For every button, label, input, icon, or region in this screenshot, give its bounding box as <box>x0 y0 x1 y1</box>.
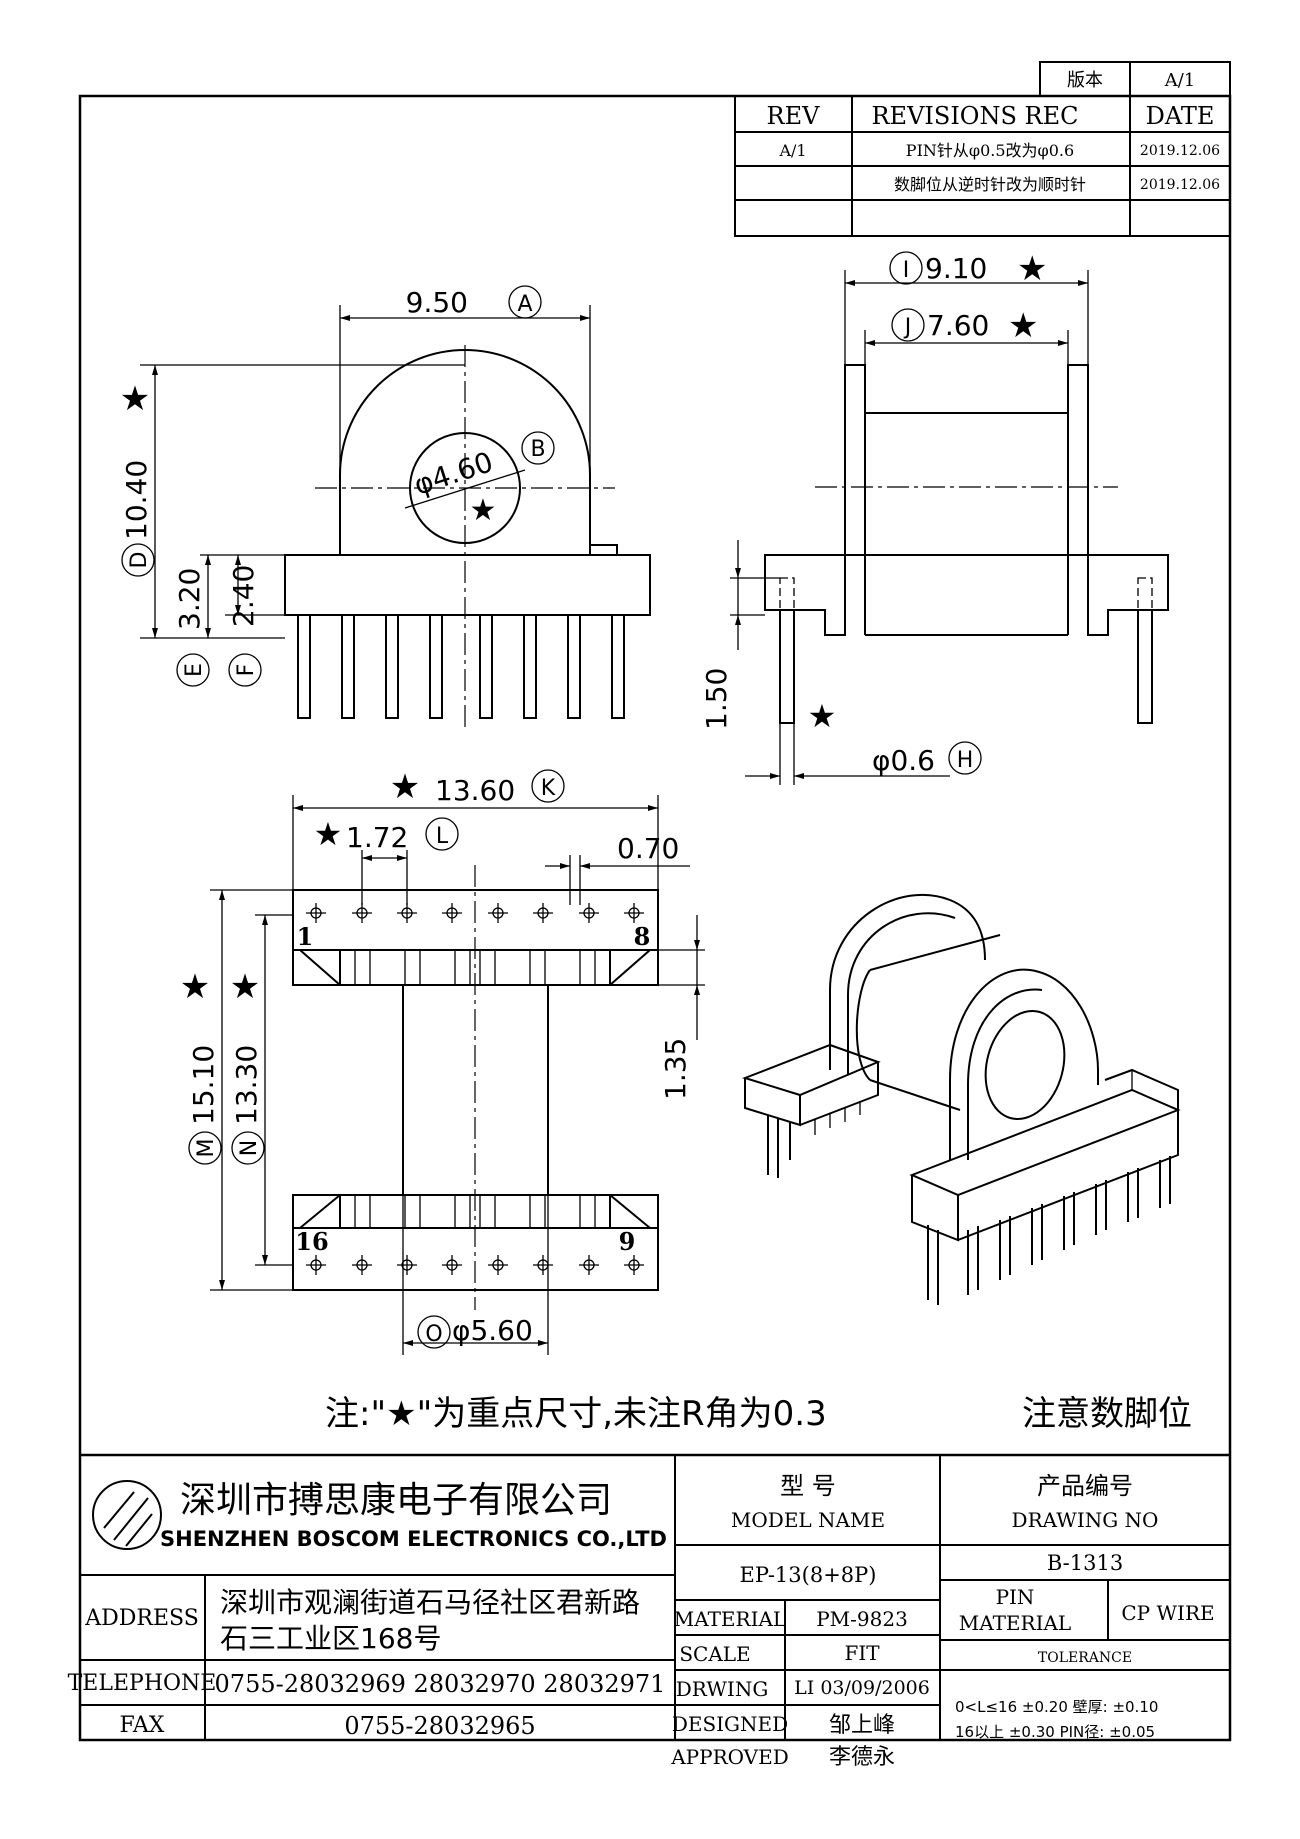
dim-d-letter: D <box>127 552 152 569</box>
address-line2: 石三工业区168号 <box>220 1622 441 1655</box>
dim-d-value: 10.40 <box>120 460 153 540</box>
material-value: PM-9823 <box>816 1607 908 1631</box>
dim-n-letter: N <box>237 1140 262 1156</box>
tolerance-label: TOLERANCE <box>1038 1650 1132 1666</box>
dim-h-value: φ0.6 <box>872 744 935 777</box>
dim-a-letter: A <box>517 292 532 317</box>
scale-label: SCALE <box>679 1642 750 1666</box>
fax-value: 0755-28032965 <box>344 1712 535 1740</box>
star-d: ★ <box>120 379 150 419</box>
pin-label: PIN <box>996 1585 1035 1609</box>
dim-f-letter: F <box>234 664 259 677</box>
front-view: 9.50 A φ4.60 B ★ 10.40 D ★ 3.20 E 2.40 F <box>120 285 651 730</box>
revisions-rec-header: REVISIONS REC <box>871 102 1078 130</box>
scale-value: FIT <box>844 1641 880 1665</box>
dim-g-value: 1.50 <box>700 668 733 730</box>
dim-o-value: φ5.60 <box>452 1314 533 1347</box>
fax-label: FAX <box>120 1713 165 1738</box>
dim-l-value: 1.72 <box>346 821 408 854</box>
drawing-no-en: DRAWING NO <box>1012 1508 1159 1532</box>
dim-a-value: 9.50 <box>406 286 468 319</box>
drawing-no-value: B-1313 <box>1047 1551 1123 1575</box>
pin-material-value: CP WIRE <box>1121 1601 1214 1625</box>
upper-pin-holes <box>306 903 644 923</box>
date-cell: 2019.12.06 <box>1140 143 1220 159</box>
date-header: DATE <box>1146 102 1215 130</box>
pin-16-label: 16 <box>295 1227 328 1256</box>
date-cell: 2019.12.06 <box>1140 177 1220 193</box>
dim-o-letter: O <box>425 1322 442 1347</box>
pin-material-label: MATERIAL <box>959 1611 1071 1635</box>
dim-j-value: 7.60 <box>927 309 989 342</box>
dim-i-letter: I <box>903 258 910 283</box>
front-pins <box>297 614 625 719</box>
tolerance-row-1: 0<L≤16 ±0.20 壁厚: ±0.10 <box>955 1698 1158 1716</box>
model-name-en: MODEL NAME <box>731 1508 885 1532</box>
dim-k-letter: K <box>541 776 556 801</box>
address-label: ADDRESS <box>84 1606 199 1631</box>
star-n: ★ <box>230 967 260 1007</box>
dim-j-letter: J <box>903 315 912 340</box>
rec-cell: 数脚位从逆时针改为顺时针 <box>894 175 1086 194</box>
dim-q-value: 1.35 <box>659 1038 692 1100</box>
dim-n-value: 13.30 <box>230 1045 263 1125</box>
dim-f-value: 2.40 <box>227 565 260 627</box>
designed-value: 邹上峰 <box>829 1713 895 1738</box>
star-m: ★ <box>180 967 210 1007</box>
rec-cell: PIN针从φ0.5改为φ0.6 <box>906 141 1074 160</box>
drwing-label: DRWING <box>676 1677 769 1701</box>
lower-pin-holes <box>306 1255 644 1275</box>
rev-cell: A/1 <box>778 141 806 160</box>
drwing-value: LI 03/09/2006 <box>794 1677 930 1699</box>
star-l: ★ <box>314 815 343 853</box>
dim-k-value: 13.60 <box>435 774 515 807</box>
telephone-label: TELEPHONE <box>68 1671 217 1696</box>
dim-m-letter: M <box>194 1139 219 1158</box>
model-name-cn: 型 号 <box>780 1472 836 1500</box>
dim-i-value: 9.10 <box>925 252 987 285</box>
company-logo-icon <box>92 1480 162 1550</box>
sheet-frame <box>78 94 1232 1742</box>
dim-b-letter: B <box>530 437 545 462</box>
dim-e-letter: E <box>182 663 207 677</box>
address-line1: 深圳市观澜街道石马径社区君新路 <box>220 1586 640 1619</box>
pin-1-label: 1 <box>297 922 314 951</box>
tolerance-row-2: 16以上 ±0.30 PIN径: ±0.05 <box>955 1723 1155 1741</box>
material-label: MATERIAL <box>674 1607 786 1631</box>
title-block: 深圳市搏思康电子有限公司 SHENZHEN BOSCOM ELECTRONICS… <box>68 1453 1230 1770</box>
approved-label: APPROVED <box>670 1745 789 1769</box>
dim-e-value: 3.20 <box>173 568 206 630</box>
isometric-view <box>741 893 1181 1305</box>
iso-front-pins <box>927 1156 1171 1305</box>
drawing-no-cn: 产品编号 <box>1037 1472 1133 1500</box>
telephone-value: 0755-28032969 28032970 28032971 <box>215 1670 666 1698</box>
company-name-en: SHENZHEN BOSCOM ELECTRONICS CO.,LTD <box>160 1527 667 1551</box>
star-k: ★ <box>390 767 420 807</box>
approved-value: 李德永 <box>829 1745 895 1770</box>
model-value: EP-13(8+8P) <box>740 1563 877 1587</box>
note-main: 注:"★"为重点尺寸,未注R角为0.3 <box>325 1394 827 1434</box>
dim-m-value: 15.10 <box>187 1045 220 1125</box>
version-box: 版本 A/1 <box>1039 61 1231 97</box>
dim-l-letter: L <box>436 824 449 849</box>
version-label: 版本 <box>1067 70 1103 91</box>
top-view: 1 8 16 9 ★ 13.60 K ★ 1.72 L 0.70 1.35 <box>180 767 705 1355</box>
star-i: ★ <box>1017 249 1047 289</box>
side-view: I 9.10 ★ J 7.60 ★ 1.50 ★ φ0.6 H <box>700 249 1169 785</box>
dim-h-letter: H <box>957 748 974 773</box>
designed-label: DESIGNED <box>672 1712 788 1736</box>
dim-p-value: 0.70 <box>617 832 679 865</box>
pin-9-label: 9 <box>619 1227 636 1256</box>
company-name-cn: 深圳市搏思康电子有限公司 <box>180 1480 612 1521</box>
revisions-table: REV REVISIONS REC DATE A/1 PIN针从φ0.5改为φ0… <box>734 95 1231 237</box>
front-base <box>284 554 651 616</box>
star-j: ★ <box>1008 306 1038 346</box>
star-b: ★ <box>470 493 497 528</box>
note-pin-position: 注意数脚位 <box>1022 1394 1192 1434</box>
version-value: A/1 <box>1164 70 1196 91</box>
pin-8-label: 8 <box>634 922 651 951</box>
rev-header: REV <box>767 102 821 130</box>
star-g: ★ <box>808 697 837 735</box>
